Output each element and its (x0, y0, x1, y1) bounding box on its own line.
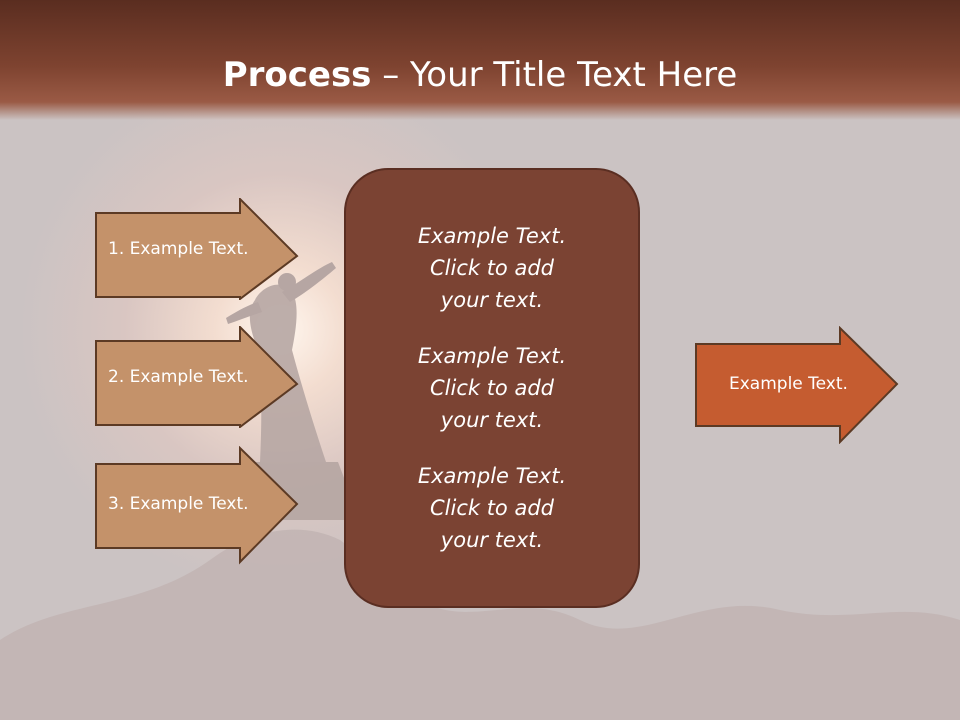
step-label-1: 1. Example Text. (108, 239, 249, 259)
title-band (0, 0, 960, 120)
center-paragraph-2: Example Text. Click to add your text. (417, 344, 567, 432)
step-arrow-3[interactable]: 3. Example Text. (95, 446, 299, 566)
step-arrow-shape (95, 198, 299, 300)
output-label: Example Text. (729, 374, 848, 394)
step-arrow-2[interactable]: 2. Example Text. (95, 326, 299, 428)
step-label-2: 2. Example Text. (108, 367, 249, 387)
step-arrow-shape (95, 446, 299, 565)
output-arrow-shape (695, 326, 899, 444)
center-paragraph-3: Example Text. Click to add your text. (417, 464, 567, 552)
step-arrow-shape (95, 326, 299, 428)
title-rest: – Your Title Text Here (371, 55, 738, 95)
title-strong: Process (222, 55, 372, 95)
center-paragraph-1: Example Text. Click to add your text. (417, 224, 567, 312)
page-title: Process – Your Title Text Here (0, 52, 960, 98)
output-arrow[interactable]: Example Text. (695, 326, 899, 444)
center-process-box[interactable]: Example Text. Click to add your text. Ex… (344, 168, 640, 608)
step-label-3: 3. Example Text. (108, 494, 249, 514)
step-arrow-1[interactable]: 1. Example Text. (95, 198, 299, 300)
